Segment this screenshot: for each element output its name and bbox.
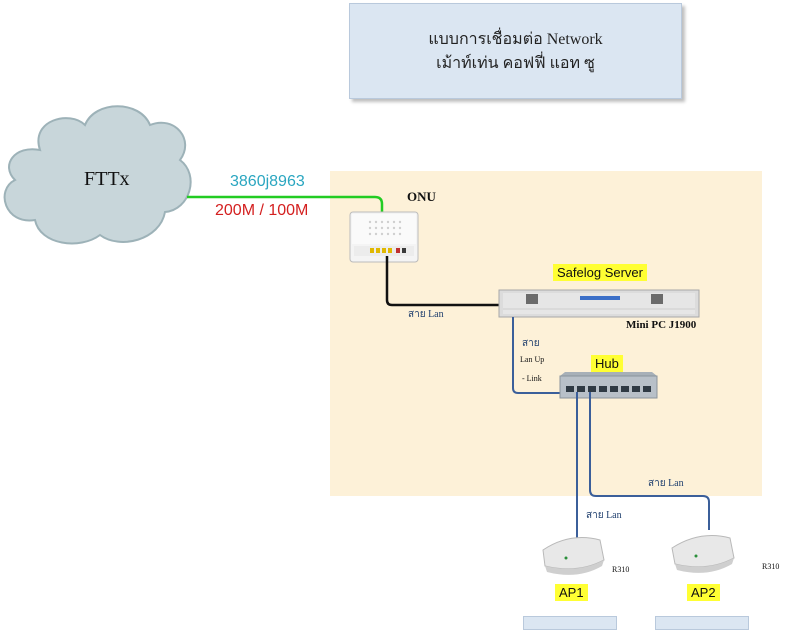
ap1-caption-bar xyxy=(523,616,617,630)
access-point-icon xyxy=(542,537,605,575)
ap2-caption-bar xyxy=(655,616,749,630)
server-rack-icon xyxy=(498,289,700,318)
fttx-label: FTTx xyxy=(84,168,130,190)
fiber-line xyxy=(187,195,384,212)
hub-label: Hub xyxy=(591,355,623,372)
mini-pc-label: Mini PC J1900 xyxy=(626,319,697,331)
onu-label: ONU xyxy=(407,189,436,204)
server-label: Safelog Server xyxy=(553,264,647,281)
cable-label-uplink-2: Lan Up xyxy=(520,355,545,364)
diagram-title-box: แบบการเชื่อมต่อ Network เม้าท์เท่น คอฟฟี… xyxy=(349,3,682,99)
circuit-id-label: 3860j8963 xyxy=(230,173,305,190)
lan-server-hub xyxy=(512,317,560,394)
cable-label-onu-server: สาย Lan xyxy=(408,309,444,320)
title-line-1: แบบการเชื่อมต่อ Network xyxy=(428,31,603,48)
lan-onu-server xyxy=(385,256,499,307)
ap1-label: AP1 xyxy=(555,584,588,601)
onu-device-icon xyxy=(349,211,419,263)
speed-label: 200M / 100M xyxy=(215,202,309,219)
cable-label-uplink-3: - Link xyxy=(522,374,542,383)
hub-switch-icon xyxy=(559,372,658,399)
cable-label-hub-ap1: สาย Lan xyxy=(586,510,622,521)
title-line-2: เม้าท์เท่น คอฟฟี่ แอท ซู xyxy=(436,55,595,72)
ap2-label: AP2 xyxy=(687,584,720,601)
cloud-icon xyxy=(3,105,192,245)
access-point-icon xyxy=(671,535,735,573)
cable-label-uplink-1: สาย xyxy=(522,338,540,349)
cable-label-hub-ap2: สาย Lan xyxy=(648,478,684,489)
lan-hub-ap2 xyxy=(589,392,710,530)
ap1-model-label: R310 xyxy=(612,565,630,574)
ap2-model-label: R310 xyxy=(762,562,780,571)
